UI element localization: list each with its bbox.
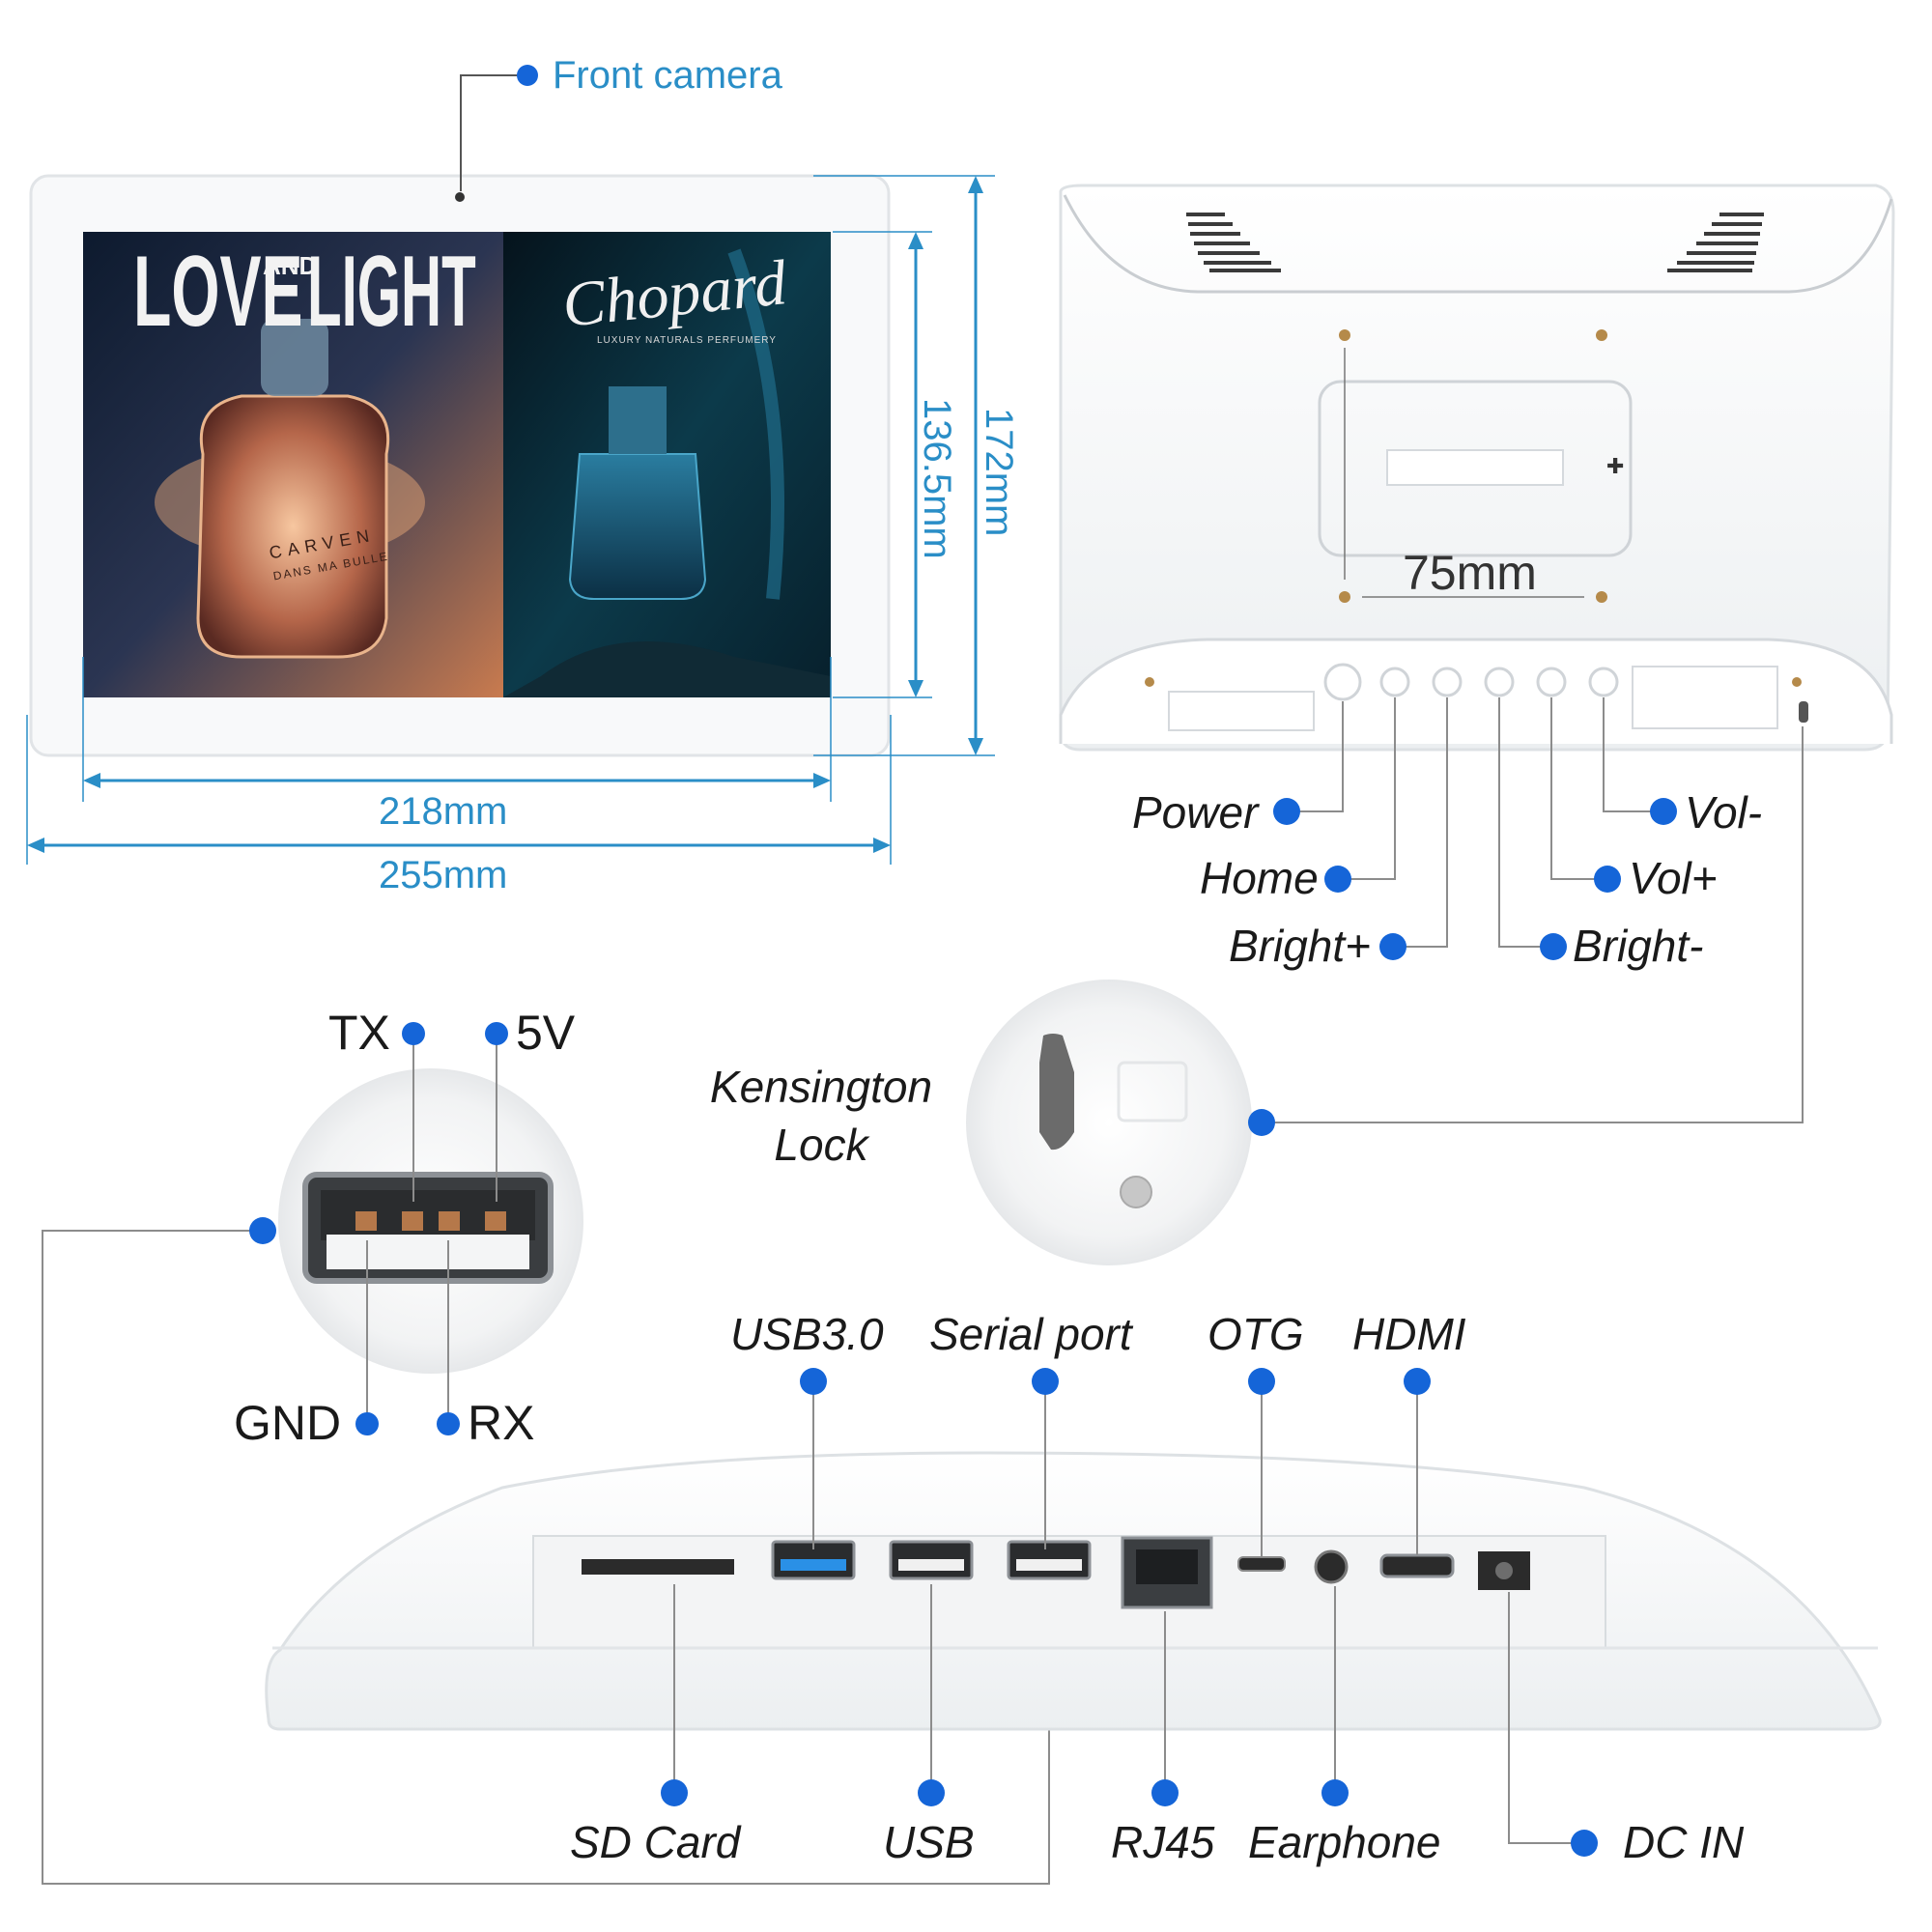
otg-label: OTG <box>1208 1309 1304 1359</box>
dc-in-label: DC IN <box>1623 1817 1745 1867</box>
rj45-label: RJ45 <box>1111 1817 1215 1867</box>
otg-port[interactable] <box>1237 1556 1286 1572</box>
port-dots <box>661 1368 1598 1857</box>
back-view: ✚ <box>1059 184 1895 1123</box>
screen-width-label: 218mm <box>379 790 508 833</box>
sd-card-slot <box>582 1559 734 1575</box>
hdmi-port[interactable] <box>1379 1553 1455 1578</box>
serial-port-label: Serial port <box>929 1309 1132 1359</box>
earphone-label: Earphone <box>1248 1817 1441 1867</box>
button-leaders <box>1262 697 1804 1123</box>
kensington-dot <box>1248 1109 1275 1136</box>
vol-plus-label: Vol+ <box>1629 853 1718 903</box>
sd-card-label: SD Card <box>570 1817 741 1867</box>
pin-5v-label: 5V <box>516 1006 576 1060</box>
kensington-slot <box>1799 701 1808 723</box>
vesa-screws <box>1339 329 1607 603</box>
bright-minus-button[interactable] <box>1484 667 1515 697</box>
kensington-zoom <box>966 980 1275 1265</box>
pin-rx-label: RX <box>468 1396 535 1450</box>
chopard-bottle <box>568 453 707 600</box>
height-dimensions <box>813 175 995 756</box>
bright-minus-label: Bright- <box>1573 921 1704 971</box>
front-view <box>26 65 995 865</box>
total-height-label: 172mm <box>978 408 1020 537</box>
kensington-label-line1: Kensington <box>709 1062 933 1112</box>
bright-plus-button[interactable] <box>1432 667 1463 697</box>
port-leaders <box>673 1381 1582 1844</box>
ad-word-and: AND <box>263 251 318 280</box>
camera-dot <box>517 65 538 86</box>
bright-plus-label: Bright+ <box>1229 921 1372 971</box>
front-camera-lens <box>455 192 465 202</box>
power-label: Power <box>1132 787 1259 838</box>
home-label: Home <box>1200 853 1319 903</box>
front-camera-label: Front camera <box>553 54 782 97</box>
usb-pinout-zoom <box>42 1022 1050 1885</box>
screen-height-label: 136.5mm <box>916 398 958 559</box>
pin-dots <box>249 1022 508 1435</box>
power-button[interactable] <box>1323 663 1362 701</box>
kensington-label-line2: Lock <box>774 1120 868 1170</box>
total-width-label: 255mm <box>379 854 508 896</box>
vol-minus-button[interactable] <box>1588 667 1619 697</box>
pin-gnd-label: GND <box>234 1396 342 1450</box>
ad-word-love: LOVE <box>133 236 303 348</box>
ad-word-light: LIGHT <box>307 236 476 348</box>
hdmi-label: HDMI <box>1352 1309 1466 1359</box>
camera-leader-line <box>460 74 527 191</box>
pin-leaders <box>42 1039 1050 1885</box>
pin-tx-label: TX <box>328 1006 390 1060</box>
usb3-label: USB3.0 <box>730 1309 884 1359</box>
home-button[interactable] <box>1379 667 1410 697</box>
ad-chopard-tagline: LUXURY NATURALS PERFUMERY <box>597 335 777 346</box>
vesa-dimension-label: 75mm <box>1403 546 1537 600</box>
vesa-plate <box>1318 380 1633 557</box>
vent-right <box>1667 213 1764 272</box>
vol-plus-button[interactable] <box>1536 667 1567 697</box>
usb-label: USB <box>883 1817 975 1867</box>
button-dots <box>1273 798 1677 960</box>
vent-left <box>1186 213 1281 272</box>
svg-text:✚: ✚ <box>1606 455 1624 479</box>
bottom-ports-view <box>265 1368 1882 1857</box>
vol-minus-label: Vol- <box>1685 787 1763 838</box>
carven-bottle <box>196 394 390 659</box>
earphone-jack[interactable] <box>1314 1549 1349 1584</box>
back-buttons <box>1323 663 1619 701</box>
width-dimensions <box>26 657 892 865</box>
